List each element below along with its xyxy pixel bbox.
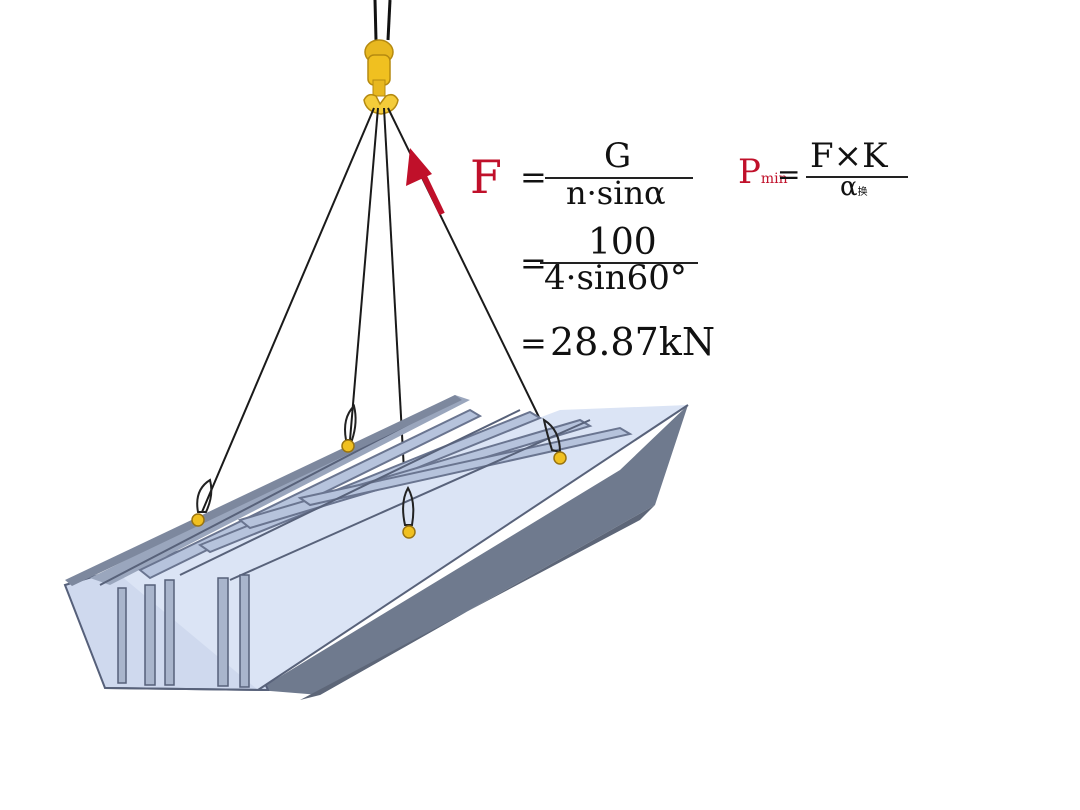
p-min-symbol: Pmin: [738, 152, 788, 192]
p-min-subscript: min: [760, 171, 788, 187]
result-value: 28.87kN: [550, 320, 716, 364]
fraction-bar-2: [540, 262, 698, 264]
p-symbol: P: [738, 152, 761, 192]
equals-sign-1: =: [520, 158, 547, 196]
crane-cable: [373, 0, 392, 41]
fraction-numerator-2: 100: [588, 222, 657, 263]
lifting-lug-icon: [542, 417, 567, 465]
force-arrow-icon: [406, 148, 445, 216]
alpha-symbol: α: [840, 172, 858, 202]
alpha-subscript: 换: [857, 187, 868, 198]
lifting-lug-icon: [402, 485, 416, 539]
min-numerator: F×K: [810, 136, 888, 176]
fraction-denominator-2: 4·sin60°: [544, 258, 687, 298]
min-denominator: α换: [840, 172, 868, 202]
equals-sign-min: =: [777, 158, 801, 191]
equals-sign-3: =: [520, 324, 547, 362]
crane-hook-icon: [363, 39, 399, 115]
steel-box-girder: [63, 395, 689, 700]
lifting-lug-icon: [191, 478, 213, 527]
lifting-lug-icon: [341, 404, 357, 453]
fraction-denominator-1: n·sinα: [566, 174, 666, 212]
force-symbol: F: [470, 150, 502, 204]
min-fraction-bar: [806, 176, 908, 178]
fraction-bar-1: [545, 177, 693, 179]
fraction-numerator-1: G: [604, 136, 632, 176]
